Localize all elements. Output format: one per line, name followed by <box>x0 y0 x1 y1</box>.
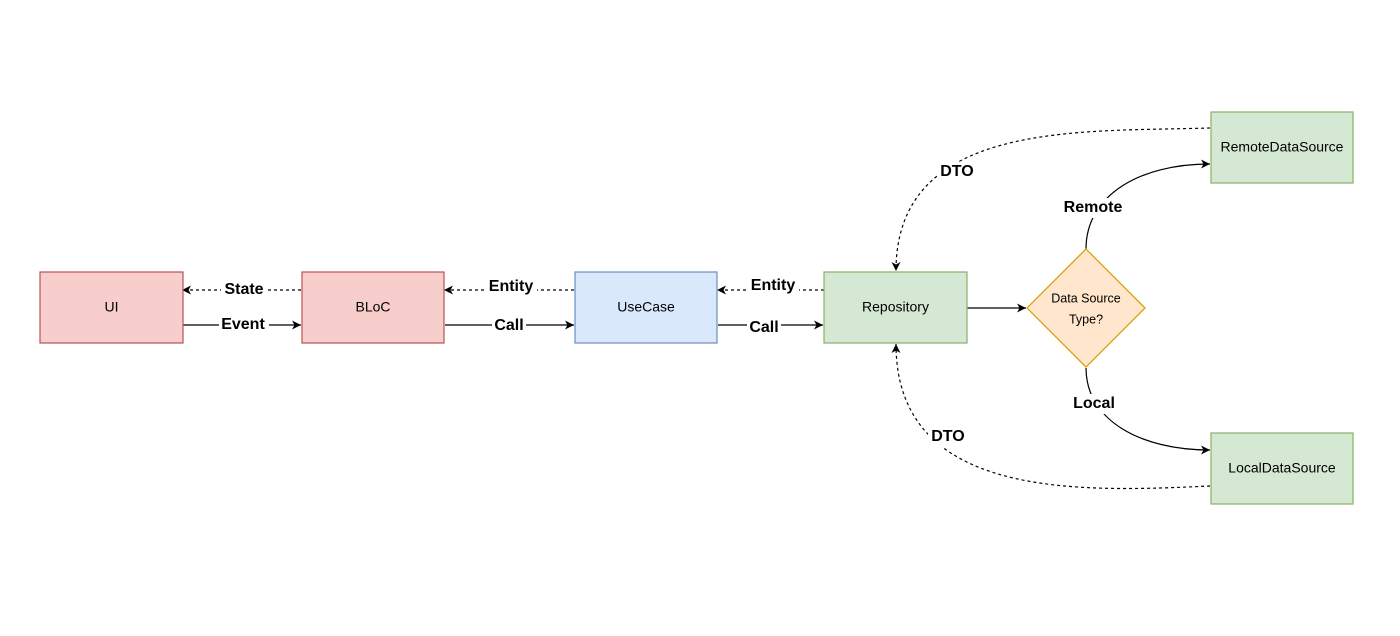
node-usecase[interactable]: UseCase <box>574 271 718 344</box>
node-repository[interactable]: Repository <box>823 271 968 344</box>
edge-label-local: Local <box>1073 395 1115 412</box>
edge-dto-remote <box>891 127 1211 272</box>
edge-label-bg <box>747 276 799 296</box>
edge-label-bg <box>747 318 781 338</box>
edge-label-remote: Remote <box>1064 199 1123 216</box>
edge-label-dto-local: DTO <box>931 428 964 445</box>
edge-label-bg <box>1069 394 1119 414</box>
node-bloc[interactable]: BLoC <box>301 271 445 344</box>
node-usecase-label: UseCase <box>617 299 675 315</box>
edge-label-dto-remote: DTO <box>940 163 973 180</box>
edge-dto-local <box>891 343 1211 490</box>
node-data-source-decision[interactable]: Data Source Type? <box>1026 248 1146 368</box>
node-ui-label: UI <box>105 299 119 315</box>
edge-label-bg <box>928 427 968 447</box>
edge-label-call-usecase: Call <box>494 317 523 334</box>
edge-label-call-repository: Call <box>749 319 778 336</box>
edge-decision-to-remote <box>1085 159 1211 250</box>
edge-label-state: State <box>224 281 263 298</box>
node-local-data-source[interactable]: LocalDataSource <box>1210 432 1354 505</box>
node-remote-data-source[interactable]: RemoteDataSource <box>1210 111 1354 184</box>
edge-label-bg <box>485 277 537 297</box>
node-repository-label: Repository <box>862 299 929 315</box>
edge-label-bg <box>221 280 267 300</box>
edge-label-bg <box>219 315 269 335</box>
edge-label-entity-usecase: Entity <box>751 277 796 294</box>
edge-label-bg <box>937 162 977 182</box>
edge-label-entity-bloc: Entity <box>489 278 534 295</box>
decision-label-line2: Type? <box>1069 312 1103 326</box>
edge-label-bg <box>1060 198 1126 218</box>
node-local-label: LocalDataSource <box>1228 460 1336 476</box>
node-remote-label: RemoteDataSource <box>1221 139 1344 155</box>
edge-label-event: Event <box>221 316 265 333</box>
decision-label-line1: Data Source <box>1051 291 1121 305</box>
node-bloc-label: BLoC <box>355 299 390 315</box>
edge-label-bg <box>492 316 526 336</box>
node-ui[interactable]: UI <box>39 271 184 344</box>
edge-decision-to-local <box>1085 367 1211 455</box>
